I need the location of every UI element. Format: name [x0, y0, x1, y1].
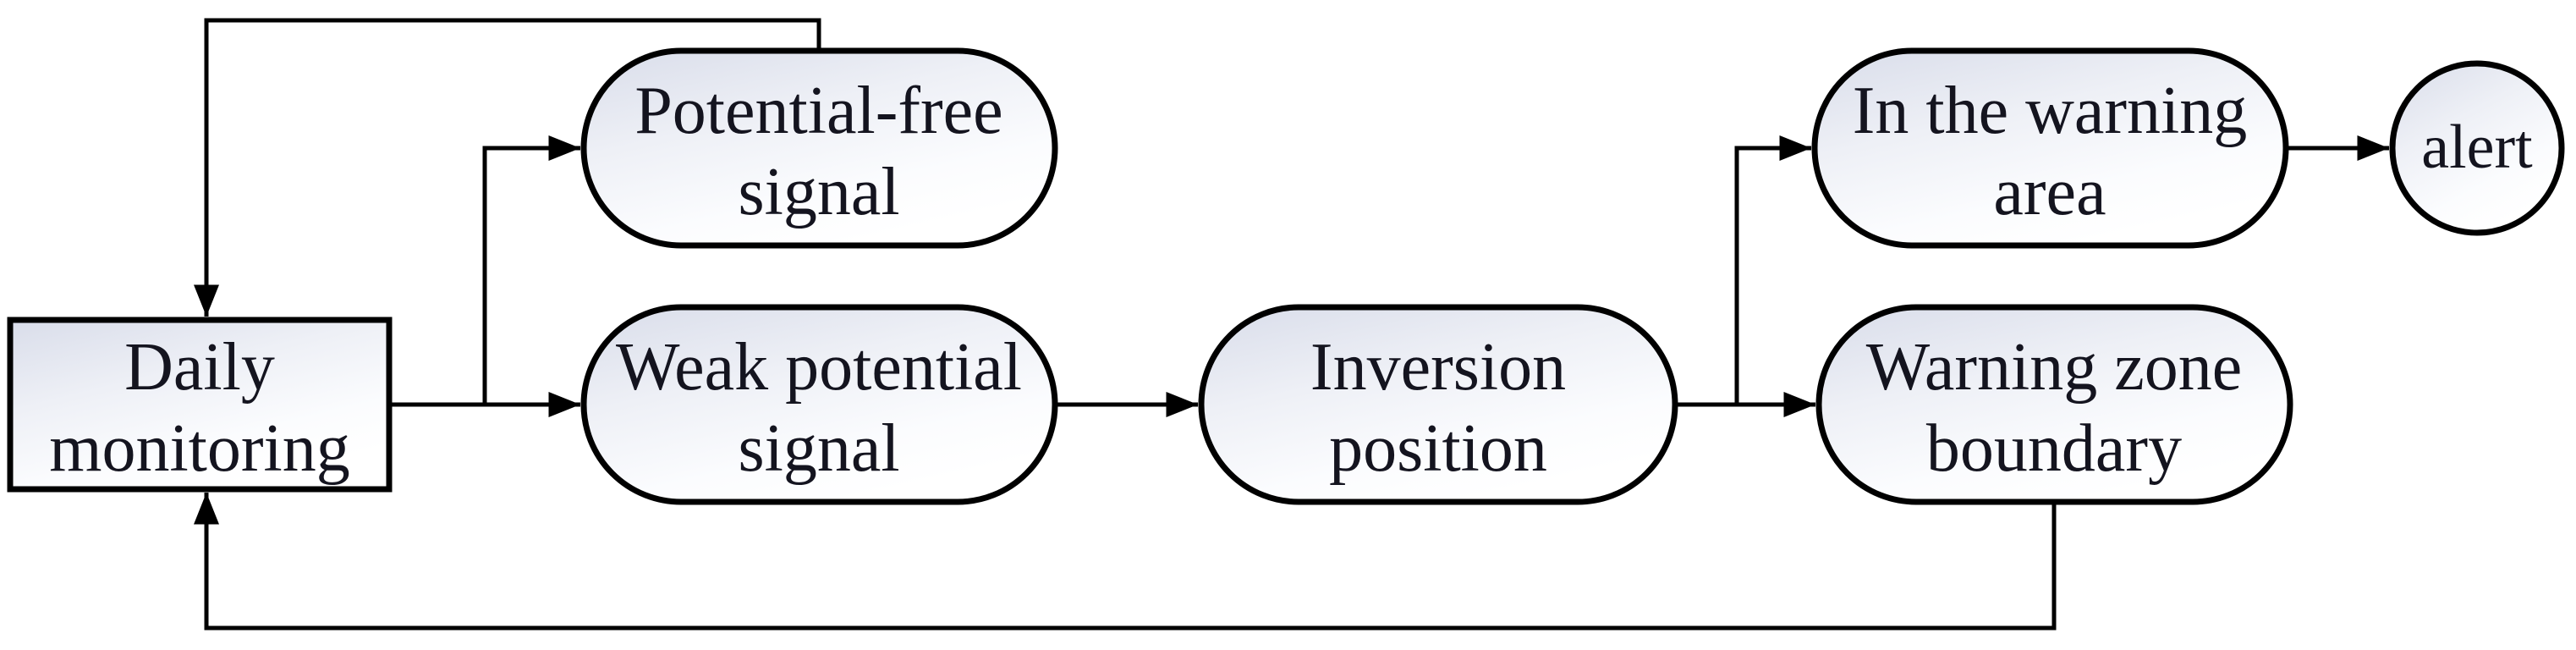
edge-potential-free-to-daily-monitoring-arrow [194, 18, 821, 317]
daily-monitoring-label-line2: monitoring [49, 411, 350, 486]
potential-free-signal-label-line1: Potential-free [634, 74, 1002, 148]
edge-warning-zone-to-daily-monitoring-arrow [194, 493, 2057, 631]
edge-daily-monitoring-to-potential-free-arrow [482, 135, 580, 405]
warning-zone-boundary-label-line1: Warning zone [1866, 330, 2243, 405]
node-daily-monitoring: Daily monitoring [7, 317, 393, 493]
inversion-position-label-line1: Inversion [1310, 330, 1566, 405]
node-weak-potential-signal: Weak potential signal [580, 304, 1058, 505]
weak-potential-signal-stadium [580, 304, 1058, 505]
warning-zone-boundary-stadium [1815, 304, 2293, 505]
daily-monitoring-label-line1: Daily [124, 330, 275, 405]
potential-free-signal-stadium [580, 47, 1058, 249]
weak-potential-signal-label-line1: Weak potential [616, 330, 1022, 405]
node-alert: alert [2389, 60, 2565, 236]
node-inversion-position: Inversion position [1198, 304, 1678, 505]
alert-circle [2389, 60, 2565, 236]
in-the-warning-area-label-line2: area [1993, 155, 2106, 229]
in-the-warning-area-stadium [1811, 47, 2289, 249]
edge-inversion-to-warning-area-arrow [1734, 135, 1811, 405]
in-the-warning-area-label-line1: In the warning [1853, 74, 2248, 148]
edges [194, 18, 2389, 631]
potential-free-signal-label-line2: signal [738, 155, 899, 229]
node-in-the-warning-area: In the warning area [1811, 47, 2289, 249]
daily-monitoring-box [7, 317, 393, 493]
inversion-position-label-line2: position [1329, 411, 1547, 486]
warning-zone-boundary-label-line2: boundary [1926, 411, 2182, 486]
node-potential-free-signal: Potential-free signal [580, 47, 1058, 249]
alert-label: alert [2421, 113, 2533, 182]
node-warning-zone-boundary: Warning zone boundary [1815, 304, 2293, 505]
weak-potential-signal-label-line2: signal [738, 411, 899, 486]
inversion-position-stadium [1198, 304, 1678, 505]
